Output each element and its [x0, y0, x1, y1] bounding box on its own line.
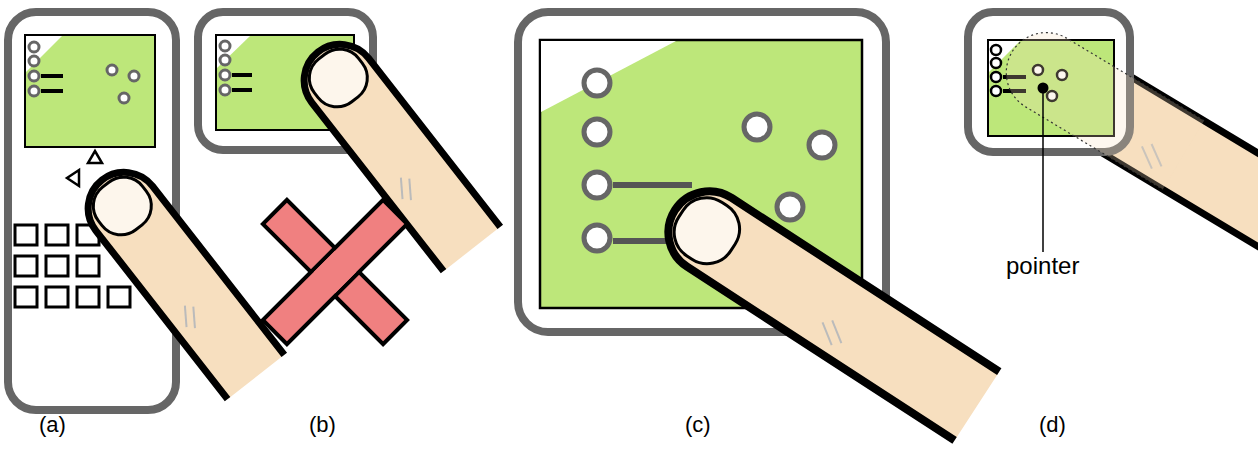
panel-label: (b): [309, 412, 336, 438]
finger-body: [653, 176, 1000, 441]
list-bar: [613, 182, 692, 188]
target-circle: [991, 86, 1001, 96]
phone-screen: [25, 35, 155, 147]
list-bar: [41, 74, 63, 78]
cross-bar: [263, 200, 407, 344]
target-circle: [107, 65, 117, 75]
key: [15, 225, 37, 245]
key: [46, 225, 68, 245]
screen-glare: [541, 41, 676, 112]
target-circle: [220, 41, 230, 51]
finger: [653, 176, 1000, 441]
leader-line: [1042, 88, 1044, 252]
knuckle-crease: [815, 322, 839, 345]
screen-glare: [217, 36, 250, 68]
target-circle: [744, 114, 770, 140]
small-touch-device: [198, 12, 500, 344]
target-circle: [584, 172, 610, 198]
key: [15, 287, 37, 307]
target-circle: [777, 194, 803, 220]
large-touch-device: [518, 12, 999, 440]
target-circle: [809, 132, 835, 158]
red-cross: [263, 200, 407, 344]
finger: [74, 158, 285, 399]
target-circle: [220, 55, 230, 65]
panel-label: (d): [1039, 412, 1066, 438]
key: [15, 256, 37, 276]
panel-label: (c): [685, 412, 711, 438]
pointer-touch-device: [968, 12, 1258, 252]
pointer-label: pointer: [1006, 252, 1079, 280]
target-circle: [29, 71, 39, 81]
key: [77, 287, 99, 307]
knuckle-crease: [184, 307, 205, 329]
finger-nail: [84, 167, 161, 244]
finger-outline: [991, 18, 1204, 190]
panel-label: (a): [39, 412, 66, 438]
screen-targets: [29, 42, 139, 103]
screen-glare: [26, 36, 62, 72]
target-circle: [584, 119, 610, 145]
target-circle: [220, 85, 230, 95]
target-circle: [991, 72, 1001, 82]
list-bar: [41, 89, 63, 93]
dpad-arrow: [88, 151, 102, 163]
finger-nail: [300, 39, 377, 116]
cross-center: [314, 251, 356, 293]
key: [108, 287, 130, 307]
dpad-arrow: [67, 170, 79, 186]
finger-nail: [663, 187, 750, 274]
target-circle: [584, 225, 610, 251]
knuckle-crease: [825, 320, 849, 343]
target-circle: [29, 86, 39, 96]
key: [46, 287, 68, 307]
target-circle: [29, 56, 39, 66]
key: [46, 256, 68, 276]
finger-body: [74, 158, 285, 399]
target-circle: [991, 58, 1001, 68]
cross-bar: [263, 200, 407, 344]
target-circle: [991, 45, 1001, 55]
target-circle: [584, 70, 610, 96]
key: [77, 256, 99, 276]
list-bar: [232, 88, 252, 92]
knuckle-crease: [400, 179, 421, 201]
target-circle: [220, 70, 230, 80]
finger-ghost: [991, 18, 1204, 190]
target-circle: [29, 42, 39, 52]
target-circle: [119, 93, 129, 103]
list-bar: [232, 73, 252, 77]
target-circle: [129, 71, 139, 81]
screen-targets: [220, 41, 230, 95]
